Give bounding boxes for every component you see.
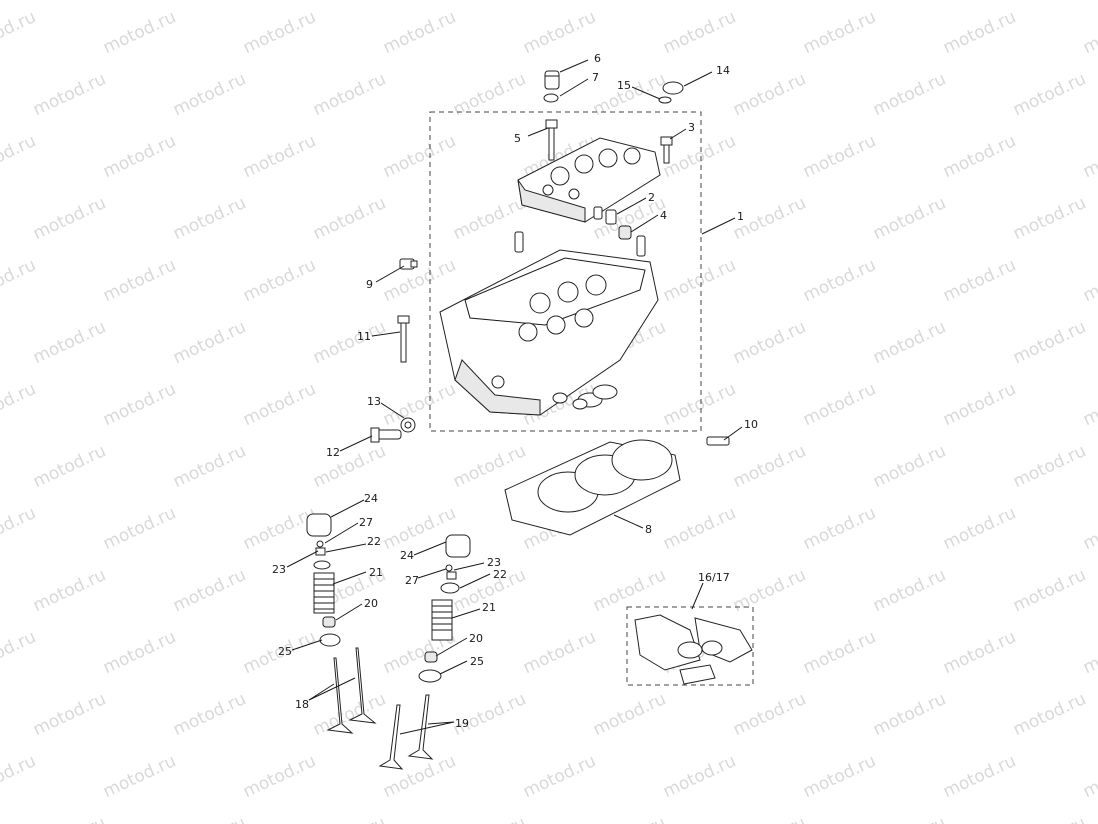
callout-25-right: 25 [470, 655, 484, 668]
callout-5: 5 [514, 132, 521, 145]
callout-21-right: 21 [482, 601, 496, 614]
banjo-bolt [399, 258, 418, 270]
inlet-valve-a [326, 657, 354, 734]
callout-23-left: 23 [272, 563, 286, 576]
valve-train-right [378, 534, 471, 770]
shim [316, 540, 324, 548]
callout-27-left: 27 [359, 516, 373, 529]
leader-lines [286, 59, 743, 735]
callout-20-right: 20 [469, 632, 483, 645]
spring-seat [319, 633, 341, 647]
callout-24-left: 24 [364, 492, 378, 505]
gasket-kit [634, 614, 753, 685]
oil-seal [618, 225, 632, 240]
exhaust-valve-b [407, 694, 434, 760]
callout-24-right: 24 [400, 549, 414, 562]
long-bolt [545, 119, 558, 161]
callout-25-left: 25 [278, 645, 292, 658]
callout-4: 4 [660, 209, 667, 222]
callout-20-left: 20 [364, 597, 378, 610]
callout-9: 9 [366, 278, 373, 291]
o-ring-small [658, 96, 672, 104]
callout-14: 14 [716, 64, 730, 77]
spring-retainer [313, 560, 331, 570]
cylinder-head-assembly-box [429, 111, 702, 432]
stud [706, 436, 730, 446]
callout-13: 13 [367, 395, 381, 408]
callout-23-right: 23 [487, 556, 501, 569]
gasket-kit-box [626, 606, 754, 686]
hollow-dowel-left [514, 231, 524, 253]
short-bolt [660, 136, 673, 164]
spark-plug-tube-seal [544, 70, 560, 90]
callout-labels: 6 7 14 15 5 3 2 4 1 9 11 13 12 10 8 16/1… [272, 52, 758, 730]
callout-18: 18 [295, 698, 309, 711]
cylinder-head-part [439, 249, 659, 416]
valve-stem-seal [322, 616, 336, 628]
head-bolt [397, 315, 410, 363]
callout-11: 11 [357, 330, 371, 343]
callout-21-left: 21 [369, 566, 383, 579]
seal-washer [543, 93, 559, 103]
inlet-valve-b [348, 647, 377, 724]
callout-6: 6 [594, 52, 601, 65]
callout-15: 15 [617, 79, 631, 92]
callout-16-17: 16/17 [698, 571, 730, 584]
callout-7: 7 [592, 71, 599, 84]
dowel-pin [593, 206, 617, 225]
sealing-washer [400, 417, 416, 433]
callout-19: 19 [455, 717, 469, 730]
hollow-dowel-right [636, 235, 646, 257]
callout-3: 3 [688, 121, 695, 134]
cam-carrier-part [517, 137, 661, 223]
union-fitting [370, 427, 402, 443]
tappet-bucket [306, 513, 332, 537]
callout-22-right: 22 [493, 568, 507, 581]
exhaust-valve-a [378, 704, 404, 770]
callout-27-right: 27 [405, 574, 419, 587]
callout-12: 12 [326, 446, 340, 459]
o-ring-large [662, 81, 684, 95]
valve-train-left [306, 513, 377, 734]
callout-10: 10 [744, 418, 758, 431]
head-gasket [504, 439, 681, 536]
callout-22-left: 22 [367, 535, 381, 548]
callout-1: 1 [737, 210, 744, 223]
callout-8: 8 [645, 523, 652, 536]
callout-2: 2 [648, 191, 655, 204]
